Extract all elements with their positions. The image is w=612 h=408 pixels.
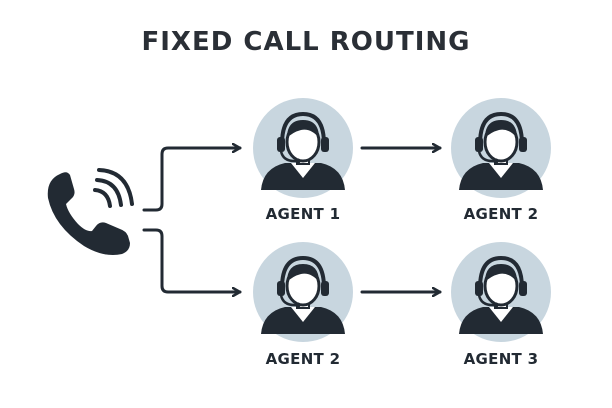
agent-label-1: AGENT 1 [265, 205, 341, 223]
phone-ringing-icon [47, 168, 134, 255]
diagram-title: FIXED CALL ROUTING [141, 27, 471, 57]
edge-phone-to-agent-3 [142, 228, 242, 292]
agent-label-4: AGENT 3 [463, 350, 539, 368]
edge-phone-to-agent-1 [142, 148, 242, 212]
agent-label-2: AGENT 2 [463, 205, 539, 223]
agent-label-3: AGENT 2 [265, 350, 341, 368]
headset-agent-icon [451, 242, 551, 342]
headset-agent-icon [253, 98, 353, 198]
headset-agent-icon [451, 98, 551, 198]
headset-agent-icon [253, 242, 353, 342]
